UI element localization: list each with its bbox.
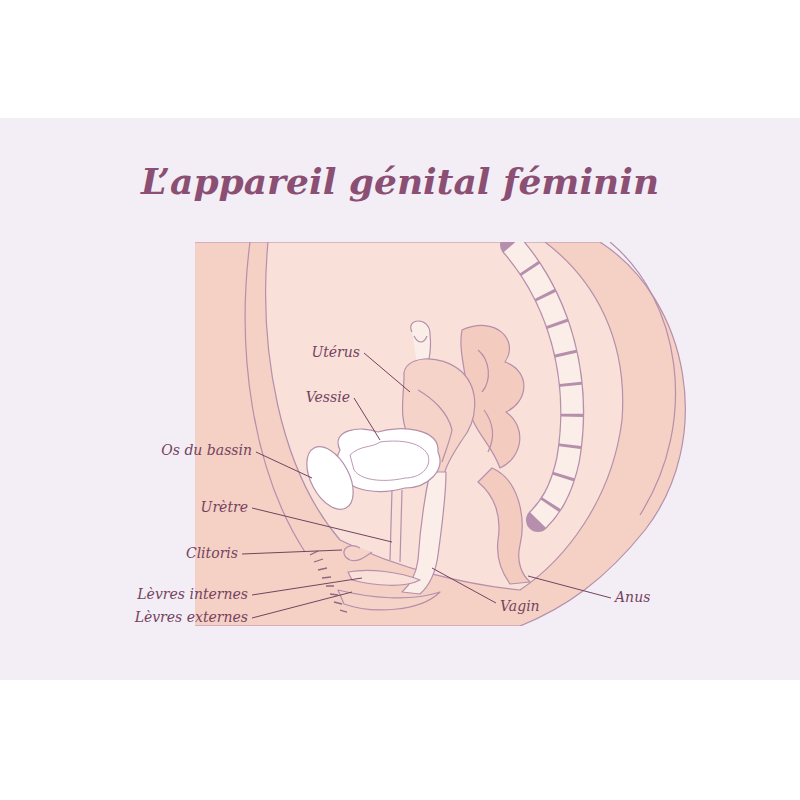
part-label: Vessie — [306, 388, 350, 406]
part-label: Lèvres internes — [137, 585, 248, 603]
part-label: Anus — [615, 588, 650, 606]
part-label: Vagin — [500, 597, 540, 615]
part-label: Urètre — [201, 498, 248, 516]
diagram-title: L’appareil génital féminin — [0, 160, 800, 203]
part-label: Os du bassin — [161, 441, 252, 459]
part-label: Utérus — [311, 343, 360, 361]
part-label: Lèvres externes — [135, 608, 248, 626]
part-label: Clitoris — [186, 544, 238, 562]
